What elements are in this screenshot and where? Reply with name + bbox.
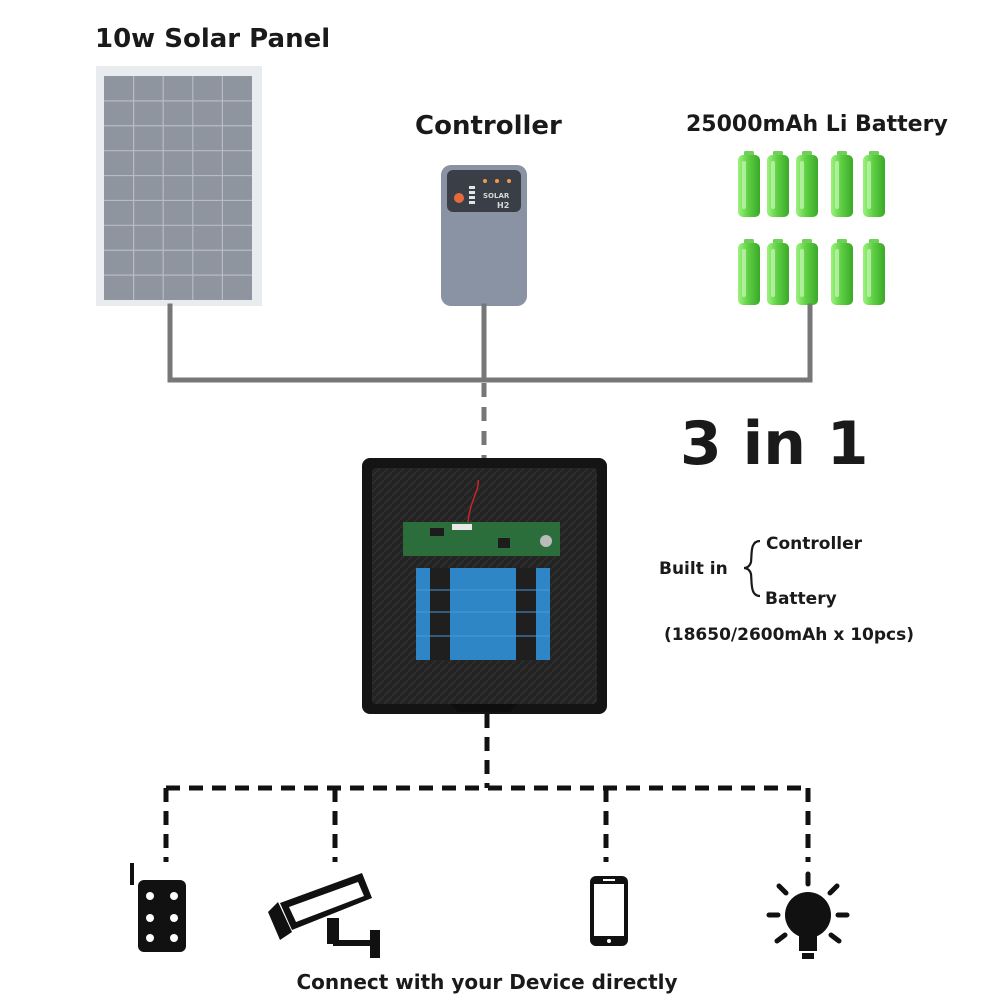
battery-cells	[738, 151, 885, 305]
output-wiring	[163, 714, 811, 862]
battery-cell-icon	[863, 239, 885, 305]
wiring	[167, 303, 813, 383]
battery-pack	[416, 568, 550, 660]
battery-cell-icon	[738, 151, 760, 217]
brace	[743, 539, 761, 598]
wireless-sensor-icon	[130, 863, 186, 952]
light-bulb-icon	[766, 871, 850, 959]
solar-panel-label: 10w Solar Panel	[95, 24, 330, 54]
enclosure	[362, 458, 607, 714]
battery-label: 25000mAh Li Battery	[686, 112, 948, 137]
power-button-icon	[454, 193, 464, 203]
battery-cell-icon	[863, 151, 885, 217]
battery-cell-icon	[796, 151, 818, 217]
built-in-label: Built in	[659, 559, 728, 579]
controller-label: Controller	[415, 111, 562, 141]
three-in-one-label: 3 in 1	[680, 409, 869, 479]
battery-cell-icon	[796, 239, 818, 305]
built-in-controller: Controller	[766, 534, 863, 554]
security-camera-icon	[268, 873, 380, 958]
circuit-board	[403, 479, 560, 556]
battery-cell-icon	[767, 151, 789, 217]
smartphone-icon	[590, 876, 628, 946]
battery-spec: (18650/2600mAh x 10pcs)	[664, 625, 914, 645]
controller-brand: SOLAR	[483, 192, 510, 200]
controller-unit: SOLAR H2	[441, 165, 527, 306]
solar-panel	[96, 66, 262, 306]
controller-model: H2	[497, 201, 509, 210]
battery-cell-icon	[738, 239, 760, 305]
battery-cell-icon	[767, 239, 789, 305]
battery-cell-icon	[831, 239, 853, 305]
battery-cell-icon	[831, 151, 853, 217]
built-in-battery: Battery	[765, 589, 837, 609]
footer-caption: Connect with your Device directly	[296, 970, 677, 994]
